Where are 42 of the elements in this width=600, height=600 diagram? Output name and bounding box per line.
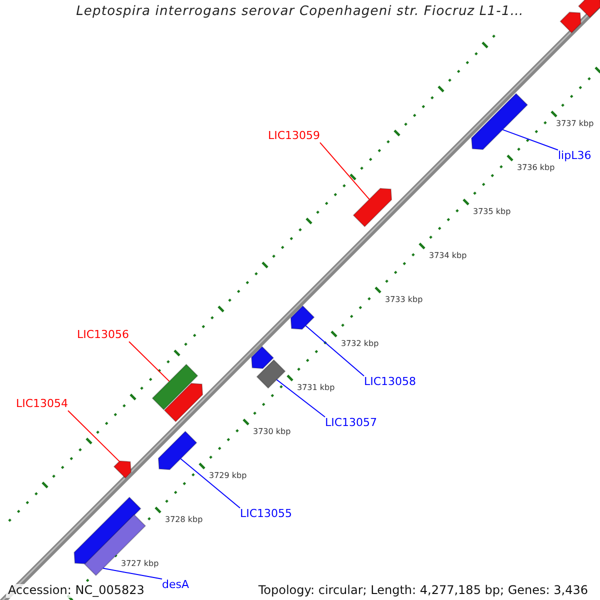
gene-feature <box>352 188 392 228</box>
gene-label: LIC13056 <box>77 329 130 342</box>
tick-label: 3729 kbp <box>209 471 247 480</box>
gene-label: desA <box>162 579 190 592</box>
gene-feature <box>578 0 600 18</box>
gene-feature <box>164 382 204 422</box>
leader-line <box>180 458 240 508</box>
gene-feature <box>113 460 132 479</box>
map-info-text: Topology: circular; Length: 4,277,185 bp; Genes: 3,436 <box>256 584 590 598</box>
gene-feature <box>250 346 274 370</box>
leader-line <box>68 410 120 462</box>
gene-feature <box>470 92 528 150</box>
leader-line <box>102 568 162 580</box>
gene-label: LIC13054 <box>16 398 68 411</box>
tick-label: 3736 kbp <box>517 163 555 172</box>
gene-feature <box>560 12 582 34</box>
gene-label: LIC13057 <box>325 417 378 430</box>
gene-label: LIC13055 <box>240 508 292 521</box>
leader-line <box>128 341 170 382</box>
map-title: Leptospira interrogans serovar Copenhageni str. Fiocruz L1-1… <box>75 5 525 20</box>
gene-label: LIC13058 <box>364 376 416 389</box>
gene-feature <box>290 305 315 330</box>
gene-feature <box>158 430 198 470</box>
gene-block <box>256 359 286 389</box>
tick-label: 3731 kbp <box>297 383 335 392</box>
gene-label: lipL36 <box>558 150 592 163</box>
leader-line <box>502 129 558 150</box>
tick-label: 3737 kbp <box>556 119 594 128</box>
tick-label: 3735 kbp <box>473 207 511 216</box>
gene-block <box>152 364 198 410</box>
tick-label: 3734 kbp <box>429 251 467 260</box>
tick-label: 3728 kbp <box>165 515 203 524</box>
tick-label: 3730 kbp <box>253 427 291 436</box>
tick-label: 3727 kbp <box>121 559 159 568</box>
leader-line <box>320 142 370 200</box>
map-info-text: Accession: NC_005823 <box>6 584 146 598</box>
gene-block <box>84 514 146 576</box>
leader-line <box>305 325 364 376</box>
tick-label: 3732 kbp <box>341 339 379 348</box>
gene-feature <box>74 496 142 564</box>
gene-label: LIC13059 <box>268 130 320 143</box>
tick-label: 3733 kbp <box>385 295 423 304</box>
